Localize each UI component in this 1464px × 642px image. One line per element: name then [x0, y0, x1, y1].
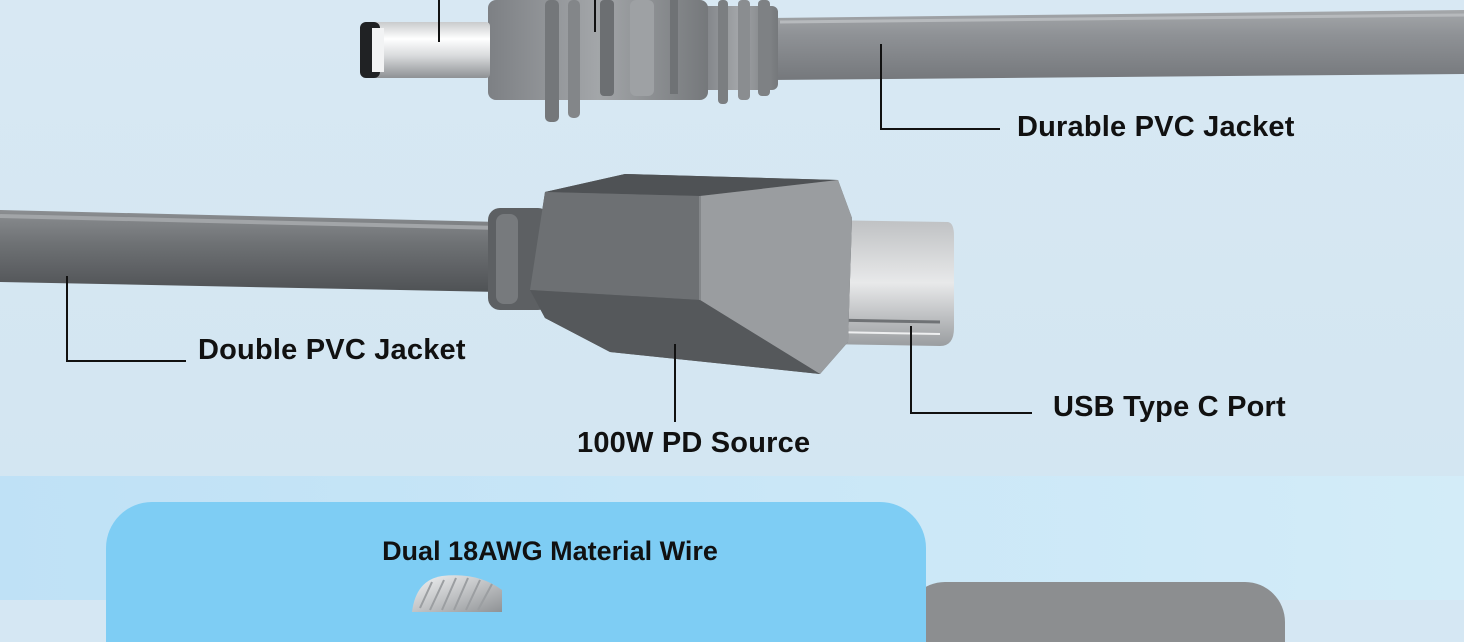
label-100w-pd-source: 100W PD Source: [577, 427, 811, 459]
dc-barrel-plug-image: [360, 0, 1464, 122]
leader-usb-h: [910, 412, 1032, 414]
feature-panel: Dual 18AWG Material Wire: [106, 502, 926, 642]
braided-wire-image: [412, 575, 502, 612]
leader-durable-v: [880, 44, 882, 129]
leader-pd-v: [674, 344, 676, 422]
label-usb-type-c-port: USB Type C Port: [1053, 391, 1286, 423]
label-double-pvc-jacket: Double PVC Jacket: [198, 334, 466, 366]
leader-double-v: [66, 276, 68, 362]
leader-barrel-tip: [438, 0, 440, 42]
leader-double-h: [66, 360, 186, 362]
leader-usb-v: [910, 326, 912, 414]
leader-durable-h: [880, 128, 1000, 130]
leader-body-tip: [594, 0, 596, 32]
label-durable-pvc-jacket: Durable PVC Jacket: [1017, 111, 1295, 143]
feature-panel-title: Dual 18AWG Material Wire: [382, 536, 718, 566]
usb-c-connector-image: [0, 174, 954, 374]
secondary-feature-card: [905, 582, 1285, 642]
